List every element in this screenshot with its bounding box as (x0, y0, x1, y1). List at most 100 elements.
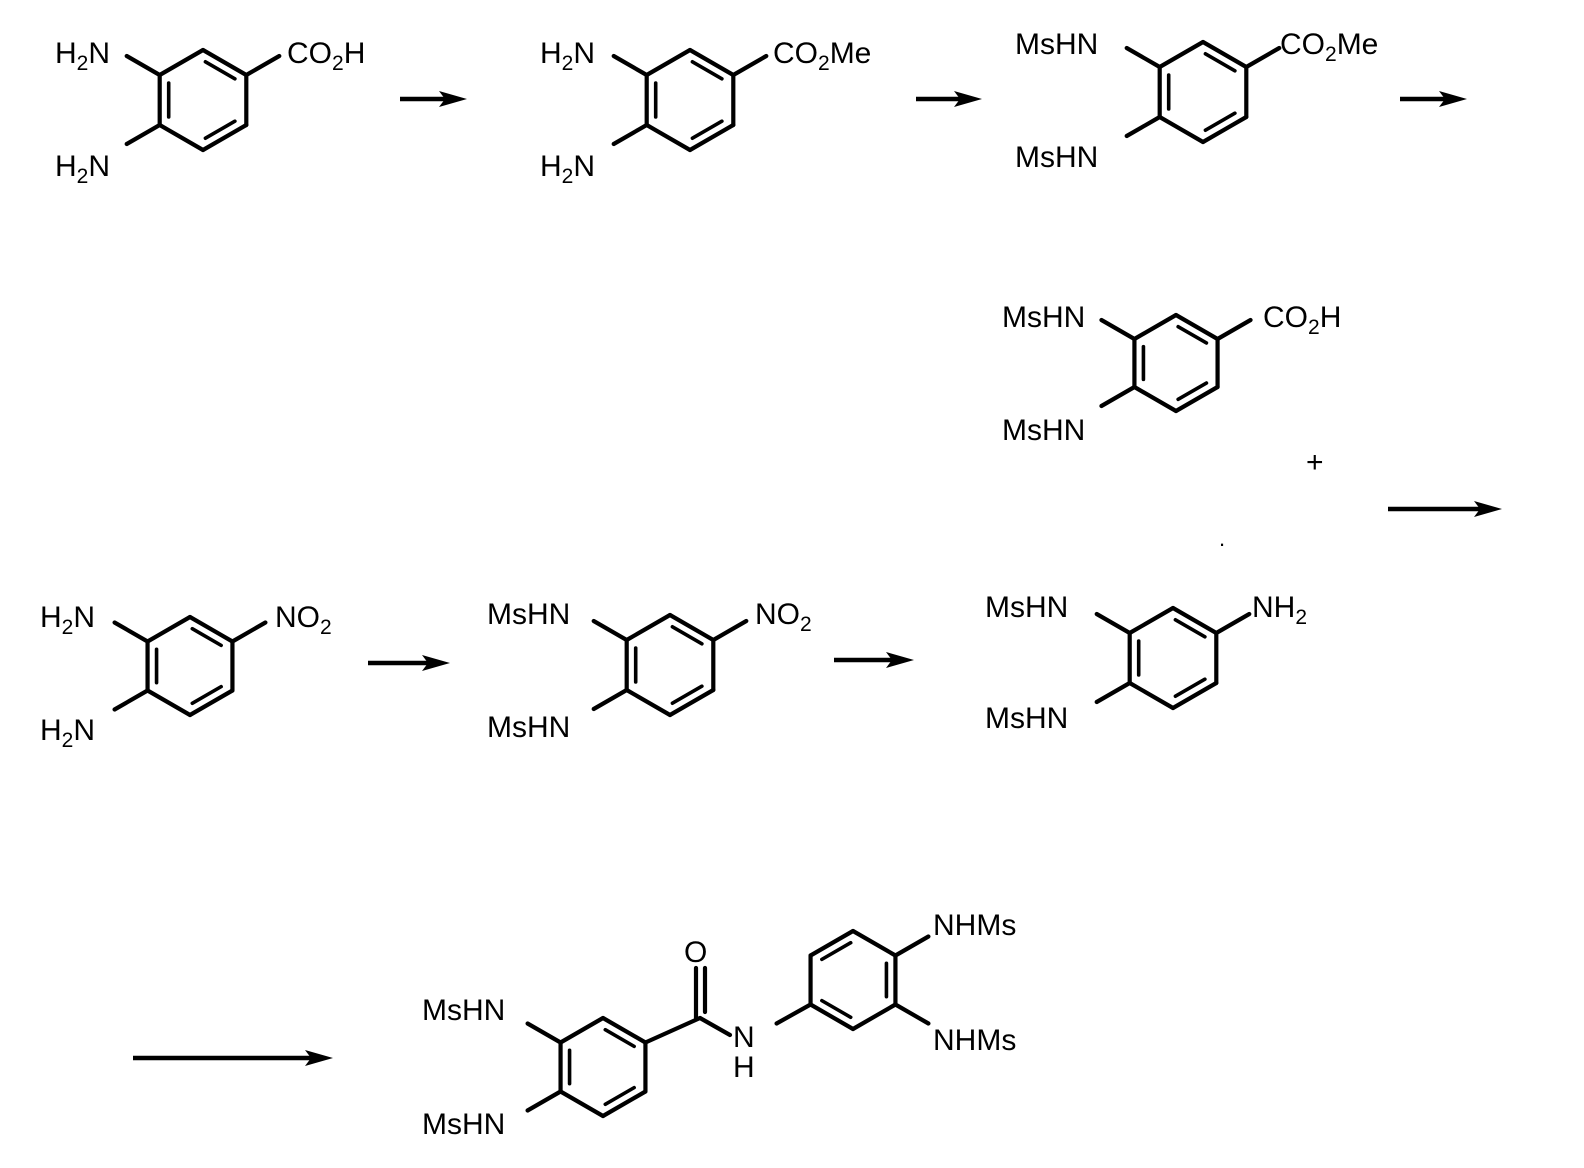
m8-right-double-bond (820, 998, 853, 1020)
m3-substituent-bottom: MsHN (1015, 141, 1098, 174)
molecule-m5: H2N H2N NO2 (40, 601, 332, 752)
m8-left-ring-bond (558, 1015, 606, 1045)
m6-double-bond (670, 684, 704, 706)
reaction-arrow-1 (400, 91, 467, 107)
m2-bond-left-bottom (611, 122, 649, 147)
arrow-head-icon (439, 91, 467, 107)
m6-bond-right (711, 618, 749, 643)
m6-ring-bond (624, 612, 673, 643)
m3-bond-right (1244, 45, 1282, 70)
m8-amide-hydrogen: H (733, 1051, 755, 1084)
m5-bond-left-top (112, 620, 150, 644)
m8-substituent-top: MsHN (422, 994, 505, 1027)
m7-substituent-right: NH2 (1252, 591, 1307, 629)
m7-double-bond (1173, 617, 1207, 639)
m8-left-ring-bond (600, 1089, 648, 1119)
reaction-arrow-7 (133, 1050, 333, 1066)
m1-bond-left-top (124, 53, 162, 78)
m6-substituent-top: MsHN (487, 598, 570, 631)
m3-double-bond (1203, 111, 1237, 133)
m1-ring-bond (200, 47, 249, 78)
molecule-m7: MsHN MsHN NH2 (985, 591, 1307, 735)
molecule-m6: MsHN MsHN NO2 (487, 598, 812, 744)
m4-ring-bond (1173, 312, 1220, 342)
m3-ring-bond (1157, 114, 1206, 145)
arrow-head-icon (1474, 501, 1502, 517)
m1-bond-left-bottom (124, 122, 162, 147)
m1-bond-right (244, 53, 282, 78)
m6-bond-left-top (591, 618, 629, 643)
molecule-m1: H2N H2N CO2H (55, 37, 365, 188)
m3-substituent-top: MsHN (1015, 28, 1098, 61)
m3-substituent-right: CO2Me (1280, 28, 1378, 66)
m1-substituent-right: CO2H (287, 37, 365, 75)
arrows (133, 91, 1502, 1066)
m4-bond-left-top (1099, 317, 1137, 342)
m6-ring-bond (667, 687, 716, 718)
m7-ring-bond (1127, 605, 1176, 636)
m5-double-bond (190, 684, 223, 706)
m7-bond-left-top (1094, 611, 1132, 636)
m3-bond-left-top (1124, 45, 1162, 70)
m4-bond-left-bottom (1099, 384, 1137, 409)
m7-ring-bond (1127, 680, 1176, 711)
m2-bond-left-top (611, 53, 649, 78)
m7-double-bond (1173, 677, 1207, 699)
m5-ring-bond (187, 688, 235, 718)
m6-bond-left-bottom (591, 687, 629, 712)
m7-ring-bond (1170, 680, 1219, 711)
m8-bond-to-carbonyl (643, 1015, 703, 1045)
m8-carbonyl-oxygen: O (684, 936, 707, 969)
m3-bond-left-bottom (1124, 114, 1162, 139)
molecule-m3: MsHN MsHN CO2Me (1015, 28, 1378, 174)
molecule-m4: MsHN MsHN CO2H (1002, 301, 1341, 447)
m2-double-bond (690, 119, 724, 141)
m8-right-ring-bond (808, 928, 856, 958)
m1-double-bond (203, 59, 237, 81)
molecule-m2: H2N H2N CO2Me (540, 37, 871, 188)
m5-ring-bond (145, 614, 193, 644)
m2-double-bond (690, 59, 724, 81)
m8-amide-nitrogen: N (733, 1021, 755, 1054)
molecule-m8: MsHN MsHN O N H NHMs NHMs (422, 909, 1016, 1141)
m6-substituent-bottom: MsHN (487, 711, 570, 744)
m5-ring-bond (145, 688, 193, 718)
m8-left-ring-bond (558, 1089, 606, 1119)
m2-ring-bond (644, 122, 693, 153)
bonds (112, 39, 1282, 1119)
m8-bond-right-bottom (893, 1002, 931, 1026)
arrow-head-icon (954, 91, 982, 107)
m4-ring-bond (1132, 312, 1179, 342)
m3-ring-bond (1200, 39, 1249, 70)
m2-ring-bond (687, 47, 736, 78)
m5-substituent-bottom: H2N (40, 714, 95, 752)
m8-right-ring-bond (850, 928, 898, 958)
m6-substituent-right: NO2 (755, 598, 812, 636)
m8-substituent-bottom: MsHN (422, 1108, 505, 1141)
m5-ring-bond (187, 614, 235, 644)
m4-ring-bond (1132, 384, 1179, 414)
m6-ring-bond (624, 687, 673, 718)
arrow-head-icon (886, 652, 914, 668)
m8-left-double-bond (603, 1085, 636, 1107)
m7-substituent-top: MsHN (985, 591, 1068, 624)
m8-bond-right-top (893, 934, 931, 958)
m8-right-ring-bond (808, 1002, 856, 1032)
arrow-head-icon (305, 1050, 333, 1066)
m7-bond-right (1214, 611, 1252, 636)
reaction-arrow-6 (834, 652, 914, 668)
m8-substituent-right-top: NHMs (933, 909, 1016, 942)
m8-bond-c-n (697, 1015, 733, 1038)
m6-double-bond (670, 624, 704, 646)
m8-bond-n-ring (774, 1002, 813, 1026)
m2-bond-right (731, 53, 769, 78)
m3-double-bond (1203, 51, 1237, 73)
m2-substituent-right: CO2Me (773, 37, 871, 75)
m8-left-double-bond (603, 1027, 636, 1049)
arrow-head-icon (1439, 91, 1467, 107)
m1-ring-bond (157, 47, 206, 78)
m1-ring-bond (157, 122, 206, 153)
m8-right-ring-bond (850, 1002, 898, 1032)
